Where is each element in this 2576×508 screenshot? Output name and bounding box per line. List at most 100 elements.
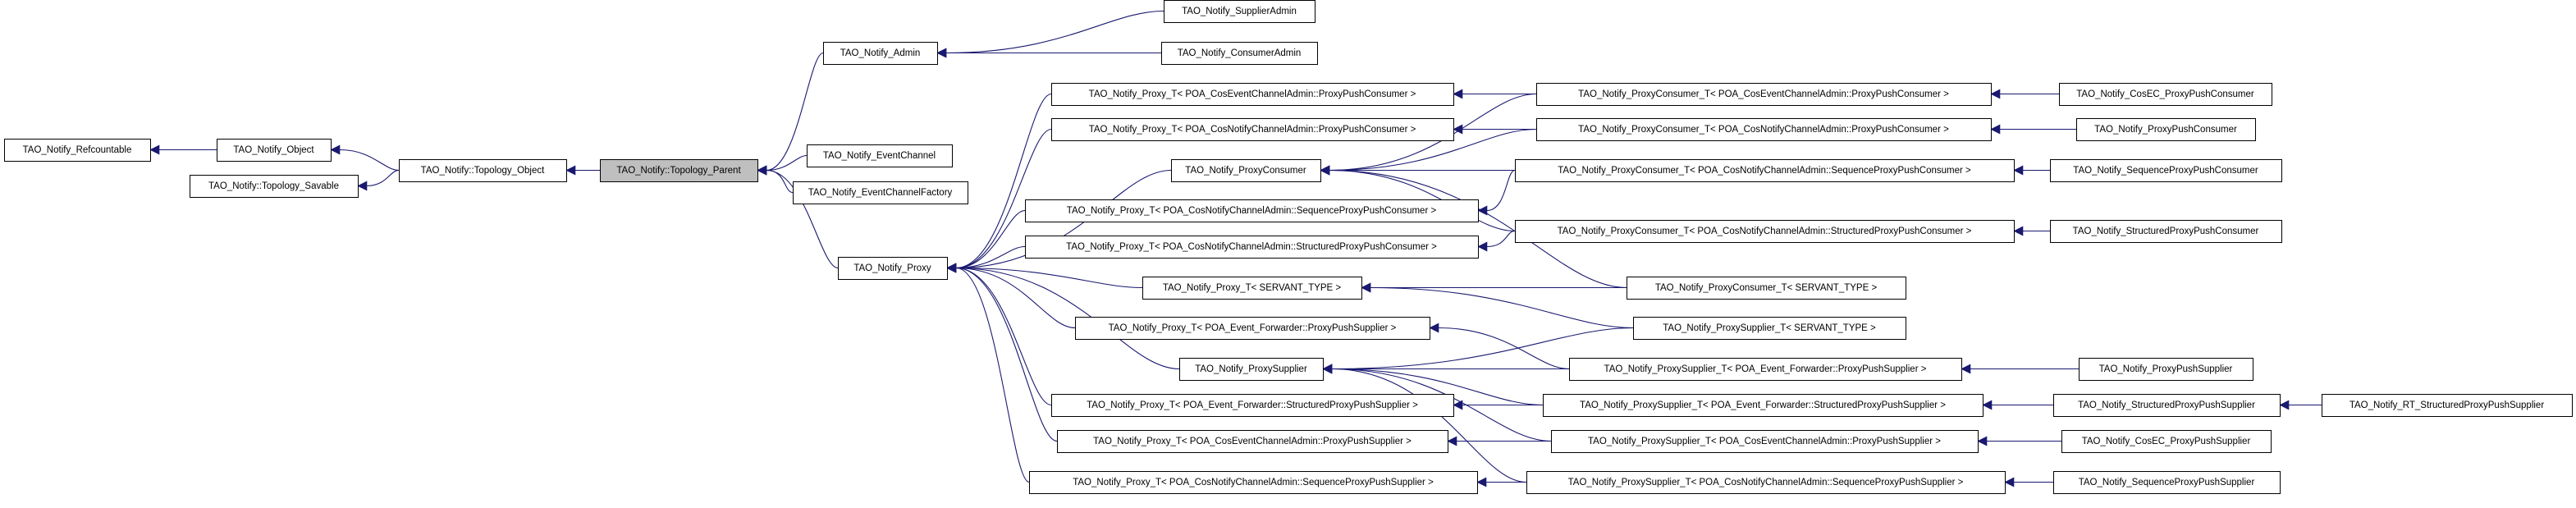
class-node-label: TAO_Notify_ProxyConsumer_T< SERVANT_TYPE…	[1655, 283, 1878, 293]
class-node-box[interactable]	[2061, 430, 2272, 453]
class-node-tao-notify-consumeradmin[interactable]: TAO_Notify_ConsumerAdmin	[1161, 42, 1318, 65]
class-node-tao-notify-proxysupplier-t-poa-coseventchanneladmin-proxypushsupplier[interactable]: TAO_Notify_ProxySupplier_T< POA_CosEvent…	[1551, 430, 1979, 453]
inheritance-arrow-icon	[565, 165, 576, 176]
class-node-box[interactable]	[2053, 394, 2281, 417]
class-node-tao-notify-proxy-t-poa-coseventchanneladmin-proxypushsupplier[interactable]: TAO_Notify_Proxy_T< POA_CosEventChannelA…	[1057, 430, 1448, 453]
class-node-box[interactable]	[807, 144, 953, 167]
class-node-box[interactable]	[1171, 159, 1321, 182]
class-node-tao-notify-cosec-proxypushconsumer[interactable]: TAO_Notify_CosEC_ProxyPushConsumer	[2059, 83, 2272, 106]
inheritance-edge	[357, 169, 400, 191]
class-node-label: TAO_Notify_Proxy	[853, 263, 931, 273]
class-node-box[interactable]	[1051, 118, 1454, 141]
class-node-tao-notify-proxysupplier[interactable]: TAO_Notify_ProxySupplier	[1179, 358, 1324, 381]
class-node-box[interactable]	[217, 139, 332, 162]
class-node-tao-notify-proxy-t-poa-coseventchanneladmin-proxypushconsumer[interactable]: TAO_Notify_Proxy_T< POA_CosEventChannelA…	[1051, 83, 1454, 106]
class-node-box[interactable]	[2050, 159, 2282, 182]
class-node-label: TAO_Notify_SequenceProxyPushConsumer	[2073, 166, 2258, 176]
class-node-tao-notify-refcountable[interactable]: TAO_Notify_Refcountable	[4, 139, 151, 162]
class-node-box[interactable]	[838, 257, 948, 280]
class-node-box[interactable]	[1543, 394, 1983, 417]
class-node-tao-notify-cosec-proxypushsupplier[interactable]: TAO_Notify_CosEC_ProxyPushSupplier	[2061, 430, 2272, 453]
class-node-tao-notify-topology-object[interactable]: TAO_Notify::Topology_Object	[399, 159, 567, 182]
class-node-box[interactable]	[2050, 220, 2282, 243]
class-node-tao-notify-proxysupplier-t-poa-event-forwarder-proxypushsupplier[interactable]: TAO_Notify_ProxySupplier_T< POA_Event_Fo…	[1569, 358, 1962, 381]
class-node-tao-notify-admin[interactable]: TAO_Notify_Admin	[823, 42, 938, 65]
class-node-box[interactable]	[1142, 277, 1362, 300]
class-node-tao-notify-structuredproxypushsupplier[interactable]: TAO_Notify_StructuredProxyPushSupplier	[2053, 394, 2281, 417]
class-node-box[interactable]	[4, 139, 151, 162]
class-node-box-highlighted[interactable]	[600, 159, 758, 182]
class-node-tao-notify-proxy-t-poa-cosnotifychanneladmin-proxypushconsumer[interactable]: TAO_Notify_Proxy_T< POA_CosNotifyChannel…	[1051, 118, 1454, 141]
class-node-tao-notify-sequenceproxypushconsumer[interactable]: TAO_Notify_SequenceProxyPushConsumer	[2050, 159, 2282, 182]
inheritance-edge	[1982, 400, 2053, 410]
class-node-tao-notify-proxyconsumer-t-poa-cosnotifychanneladmin-sequenceproxypush[interactable]: TAO_Notify_ProxyConsumer_T< POA_CosNotif…	[1515, 159, 2015, 182]
class-node-box[interactable]	[1057, 430, 1448, 453]
inheritance-arrow-icon	[1476, 477, 1487, 487]
class-node-box[interactable]	[1025, 199, 1479, 222]
class-node-box[interactable]	[190, 175, 359, 198]
class-node-box[interactable]	[1051, 394, 1454, 417]
class-node-box[interactable]	[793, 181, 968, 204]
class-node-box[interactable]	[1569, 358, 1962, 381]
class-node-box[interactable]	[1051, 83, 1454, 106]
inheritance-arrow-icon	[1982, 400, 1993, 410]
class-node-tao-notify-proxysupplier-t-poa-event-forwarder-structuredproxypushsupp[interactable]: TAO_Notify_ProxySupplier_T< POA_Event_Fo…	[1543, 394, 1983, 417]
class-node-tao-notify-proxyconsumer-t-servant-type[interactable]: TAO_Notify_ProxyConsumer_T< SERVANT_TYPE…	[1627, 277, 1906, 300]
class-node-label: TAO_Notify_Proxy_T< POA_Event_Forwarder:…	[1109, 323, 1397, 333]
class-node-tao-notify-proxyconsumer-t-poa-coseventchanneladmin-proxypushconsumer[interactable]: TAO_Notify_ProxyConsumer_T< POA_CosEvent…	[1536, 83, 1992, 106]
class-node-box[interactable]	[1633, 317, 1906, 340]
class-node-box[interactable]	[1075, 317, 1430, 340]
class-node-tao-notify-proxypushsupplier[interactable]: TAO_Notify_ProxyPushSupplier	[2079, 358, 2253, 381]
class-node-box[interactable]	[1536, 118, 1992, 141]
class-node-tao-notify-proxy-t-poa-cosnotifychanneladmin-sequenceproxypushconsumer[interactable]: TAO_Notify_Proxy_T< POA_CosNotifyChannel…	[1025, 199, 1479, 222]
class-node-box[interactable]	[1526, 471, 2006, 494]
class-node-tao-notify-proxypushconsumer[interactable]: TAO_Notify_ProxyPushConsumer	[2076, 118, 2256, 141]
inheritance-arrow-icon	[1477, 241, 1488, 252]
class-node-box[interactable]	[1025, 236, 1479, 259]
class-node-tao-notify-eventchannel[interactable]: TAO_Notify_EventChannel	[807, 144, 953, 167]
class-node-tao-notify-proxy-t-servant-type[interactable]: TAO_Notify_Proxy_T< SERVANT_TYPE >	[1142, 277, 1362, 300]
class-node-box[interactable]	[2053, 471, 2281, 494]
class-node-tao-notify-proxyconsumer-t-poa-cosnotifychanneladmin-structuredproxypu[interactable]: TAO_Notify_ProxyConsumer_T< POA_CosNotif…	[1515, 220, 2015, 243]
class-node-box[interactable]	[1536, 83, 1992, 106]
class-node-tao-notify-proxyconsumer-t-poa-cosnotifychanneladmin-proxypushconsumer[interactable]: TAO_Notify_ProxyConsumer_T< POA_CosNotif…	[1536, 118, 1992, 141]
class-node-box[interactable]	[1515, 159, 2015, 182]
class-node-box[interactable]	[2079, 358, 2253, 381]
class-node-box[interactable]	[1551, 430, 1979, 453]
class-node-tao-notify-proxyconsumer[interactable]: TAO_Notify_ProxyConsumer	[1171, 159, 1321, 182]
inheritance-edge	[1990, 89, 2059, 99]
class-node-label: TAO_Notify_Proxy_T< POA_CosEventChannelA…	[1089, 89, 1416, 99]
class-node-tao-notify-object[interactable]: TAO_Notify_Object	[217, 139, 332, 162]
class-node-tao-notify-topology-savable[interactable]: TAO_Notify::Topology_Savable	[190, 175, 359, 198]
class-node-box[interactable]	[1029, 471, 1478, 494]
class-node-tao-notify-structuredproxypushconsumer[interactable]: TAO_Notify_StructuredProxyPushConsumer	[2050, 220, 2282, 243]
class-node-box[interactable]	[823, 42, 938, 65]
inheritance-arrow-icon	[2013, 226, 2024, 236]
class-node-tao-notify-proxysupplier-t-poa-cosnotifychanneladmin-sequenceproxypush[interactable]: TAO_Notify_ProxySupplier_T< POA_CosNotif…	[1526, 471, 2006, 494]
class-node-box[interactable]	[1161, 42, 1318, 65]
class-node-label: TAO_Notify_SupplierAdmin	[1182, 7, 1297, 16]
class-node-tao-notify-proxy-t-poa-event-forwarder-proxypushsupplier[interactable]: TAO_Notify_Proxy_T< POA_Event_Forwarder:…	[1075, 317, 1430, 340]
class-node-tao-notify-sequenceproxypushsupplier[interactable]: TAO_Notify_SequenceProxyPushSupplier	[2053, 471, 2281, 494]
class-node-tao-notify-proxy-t-poa-cosnotifychanneladmin-structuredproxypushconsum[interactable]: TAO_Notify_Proxy_T< POA_CosNotifyChannel…	[1025, 236, 1479, 259]
class-node-tao-notify-eventchannelfactory[interactable]: TAO_Notify_EventChannelFactory	[793, 181, 968, 204]
class-node-tao-notify-proxy-t-poa-cosnotifychanneladmin-sequenceproxypushsupplier[interactable]: TAO_Notify_Proxy_T< POA_CosNotifyChannel…	[1029, 471, 1478, 494]
inheritance-edge	[2013, 226, 2050, 236]
class-node-tao-notify-proxy[interactable]: TAO_Notify_Proxy	[838, 257, 948, 280]
class-node-tao-notify-proxysupplier-t-servant-type[interactable]: TAO_Notify_ProxySupplier_T< SERVANT_TYPE…	[1633, 317, 1906, 340]
class-node-label: TAO_Notify_Proxy_T< POA_CosNotifyChannel…	[1073, 478, 1434, 487]
class-node-tao-notify-proxy-t-poa-event-forwarder-structuredproxypushsupplier[interactable]: TAO_Notify_Proxy_T< POA_Event_Forwarder:…	[1051, 394, 1454, 417]
class-node-box[interactable]	[1164, 0, 1315, 23]
class-node-tao-notify-rt-structuredproxypushsupplier[interactable]: TAO_Notify_RT_StructuredProxyPushSupplie…	[2322, 394, 2573, 417]
inheritance-arrow-icon	[1453, 89, 1463, 99]
class-node-box[interactable]	[2322, 394, 2573, 417]
class-node-box[interactable]	[399, 159, 567, 182]
class-node-box[interactable]	[1515, 220, 2015, 243]
class-node-box[interactable]	[2059, 83, 2272, 106]
class-node-box[interactable]	[1627, 277, 1906, 300]
class-node-tao-notify-topology-parent[interactable]: TAO_Notify::Topology_Parent	[600, 159, 758, 182]
class-node-box[interactable]	[2076, 118, 2256, 141]
class-node-tao-notify-supplieradmin[interactable]: TAO_Notify_SupplierAdmin	[1164, 0, 1315, 23]
class-node-box[interactable]	[1179, 358, 1324, 381]
